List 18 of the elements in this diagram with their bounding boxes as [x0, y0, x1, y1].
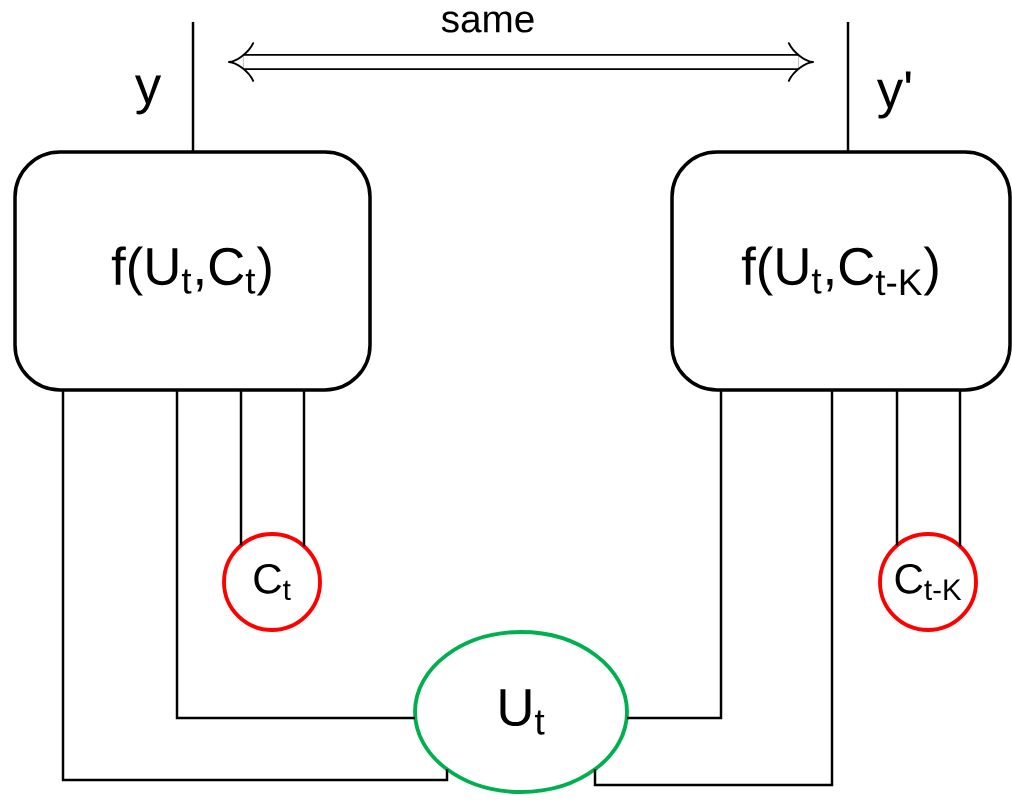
connector-line [627, 390, 723, 720]
connector-line [895, 390, 899, 546]
edge-label: y [134, 75, 162, 115]
connector-line [239, 390, 243, 546]
edge-label: y' [876, 71, 911, 119]
connector-line [302, 390, 306, 547]
connector-line [175, 390, 415, 720]
connector-line [191, 22, 195, 152]
connector-line [593, 390, 834, 787]
function-box: f(U$_{t}$,C$_{t}$) [13, 150, 372, 392]
connector-line [61, 390, 449, 782]
connector-line [958, 390, 962, 547]
function-box: f(U$_{t}$,C$_{t-K}$) [670, 150, 1012, 392]
connector-line [846, 22, 850, 152]
circle-node: C$_{t}$ [222, 532, 322, 632]
annotation-text: same [441, 11, 534, 33]
circle-node: C$_{t-K}$ [878, 532, 978, 632]
ellipse-node: U$_{t}$ [413, 630, 629, 794]
